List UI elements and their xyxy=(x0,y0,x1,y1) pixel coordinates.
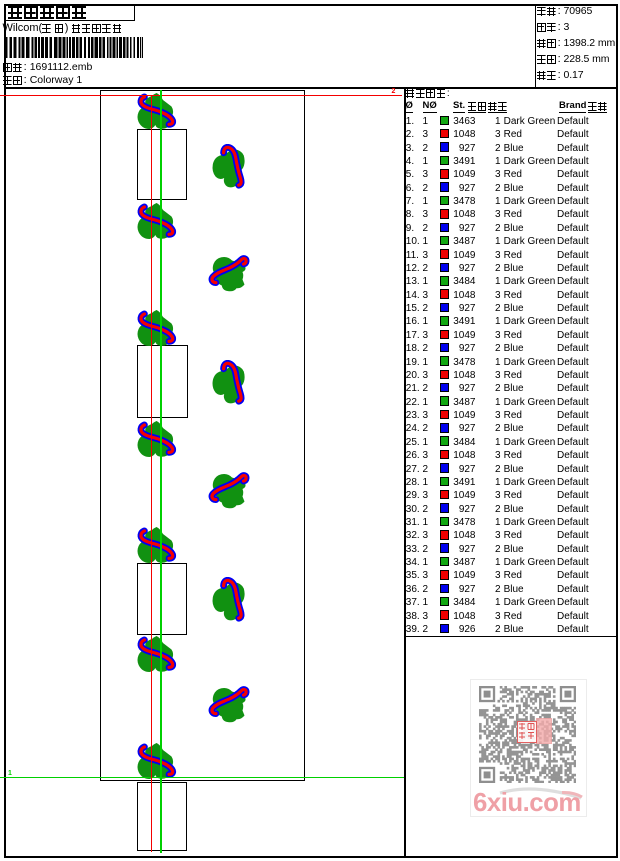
svg-text:6xiu.com: 6xiu.com xyxy=(473,789,581,814)
